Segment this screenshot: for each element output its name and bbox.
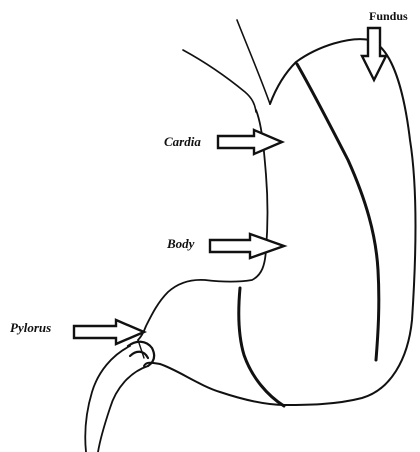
esophagus-right-line xyxy=(237,20,270,104)
inner-band xyxy=(297,64,379,360)
duodenum-inner xyxy=(98,366,148,452)
fundus-arrow-icon xyxy=(362,28,386,80)
cardia-label: Cardia xyxy=(164,134,201,149)
fundus-label: Fundus xyxy=(369,9,408,23)
pylorus-label: Pylorus xyxy=(10,320,51,335)
body-label: Body xyxy=(166,236,195,251)
cardia-arrow-icon xyxy=(218,130,282,154)
inner-band-lower xyxy=(239,288,284,406)
body-arrow-icon xyxy=(210,234,284,258)
stomach-outer-wall xyxy=(144,39,416,405)
duodenum-outer xyxy=(85,346,130,452)
esophagus-left-line xyxy=(183,50,256,112)
pylorus-arrow-icon xyxy=(74,320,144,344)
pylorus-sphincter-bottom xyxy=(130,352,148,358)
